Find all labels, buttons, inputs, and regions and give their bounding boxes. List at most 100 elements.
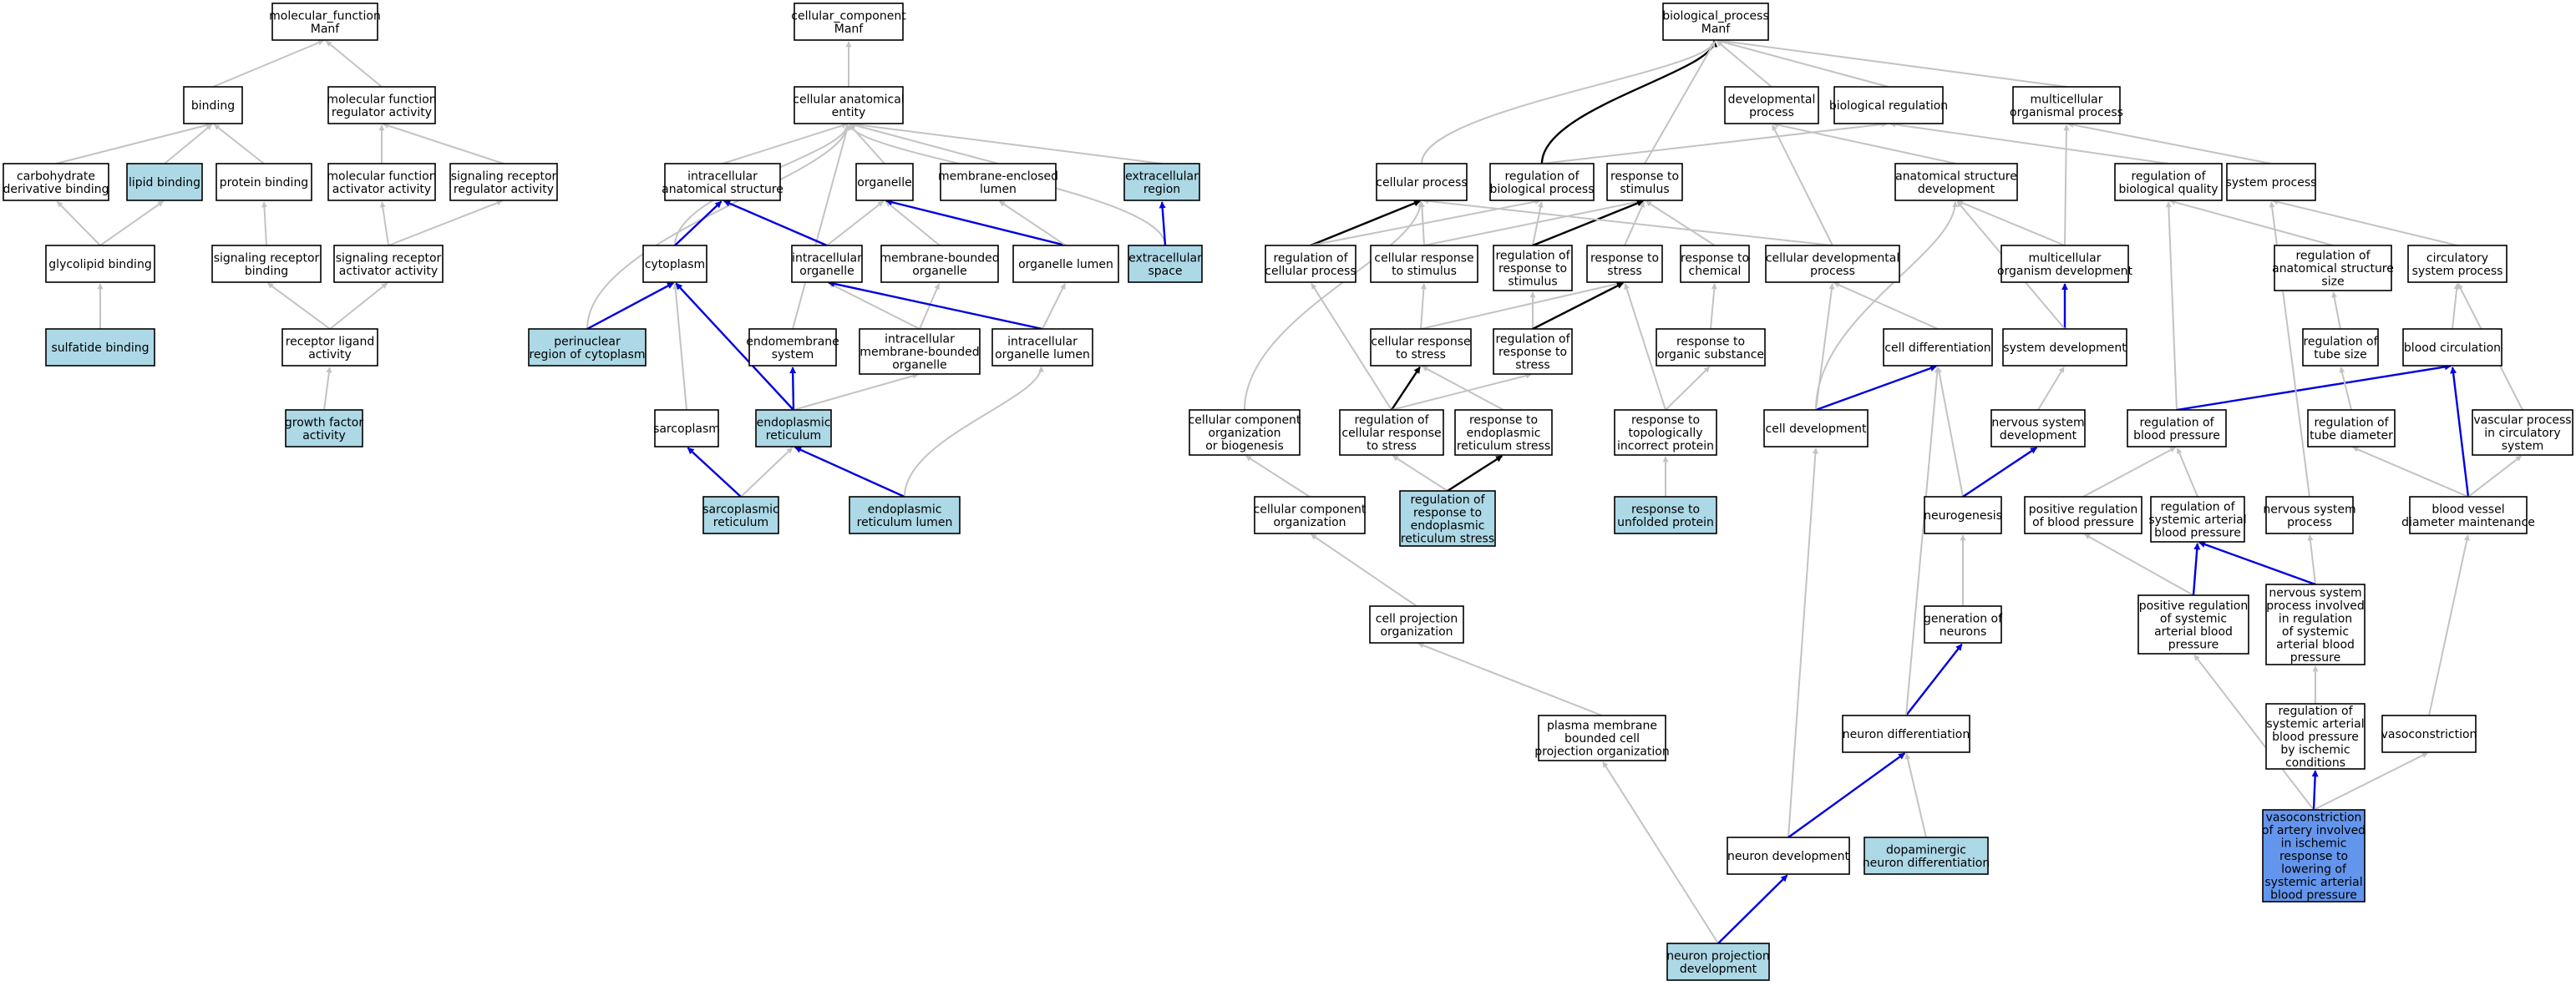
node-box — [991, 328, 1093, 367]
node-neurdev[interactable]: neuron development — [1727, 837, 1850, 875]
node-binding[interactable]: binding — [183, 86, 243, 124]
node-vasocon[interactable]: vasoconstriction — [2381, 715, 2477, 753]
node-label-line: response to — [1498, 346, 1567, 359]
node-label-line: organic substance — [1657, 348, 1764, 362]
node-glycolipid[interactable]: glycolipid binding — [45, 245, 155, 283]
node-organelle[interactable]: organelle — [855, 163, 914, 201]
node-box — [3, 163, 109, 201]
node-sysdev[interactable]: system development — [2002, 328, 2127, 367]
node-bloodcirc[interactable]: blood circulation — [2402, 328, 2502, 367]
node-cellproc[interactable]: cellular process — [1376, 163, 1468, 201]
node-neurogenesis[interactable]: neurogenesis — [1924, 496, 2002, 534]
node-sarcoplasm[interactable]: sarcoplasm — [653, 409, 720, 447]
node-orglumen[interactable]: organelle lumen — [1012, 245, 1119, 283]
node-label-line: cellular response — [1371, 335, 1470, 348]
node-neurdiff[interactable]: neuron differentiation — [1842, 715, 1970, 753]
node-box — [1883, 328, 1993, 367]
node-cytoplasm[interactable]: cytoplasm — [642, 245, 707, 283]
node-box — [2002, 328, 2127, 367]
node-sulfatide[interactable]: sulfatide binding — [45, 328, 155, 367]
node-sysproc[interactable]: system process — [2226, 163, 2317, 201]
node-box — [1864, 837, 1989, 875]
node-label-line: positive regulation — [2029, 503, 2137, 516]
node-celldev[interactable]: cell development — [1763, 409, 1869, 447]
node-label-line: molecular_function — [269, 9, 381, 23]
node-protein[interactable]: protein binding — [216, 163, 312, 201]
node-label-line: regulation of — [2139, 416, 2214, 429]
node-bioreg[interactable]: biological regulation — [1829, 86, 1948, 124]
node-celldiff[interactable]: cell differentiation — [1883, 328, 1993, 367]
node-lipid[interactable]: lipid binding — [126, 163, 203, 201]
node-label-line: regulation of — [1504, 169, 1580, 183]
